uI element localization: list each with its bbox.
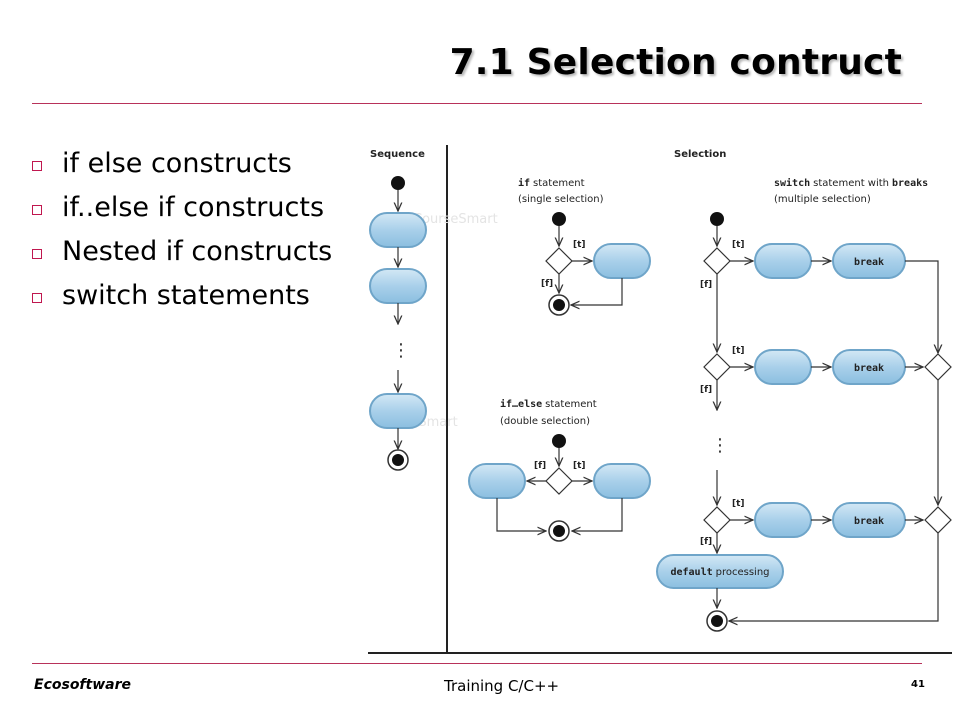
switch-sublabel: (multiple selection) xyxy=(774,194,871,205)
final-node xyxy=(387,449,409,471)
guard-true-label: [t] xyxy=(732,240,745,250)
action-state xyxy=(593,243,651,279)
bullet-square-icon xyxy=(32,249,42,259)
switch-ellipsis: ⋮ xyxy=(711,435,729,456)
footer-divider xyxy=(32,663,922,664)
bullet-square-icon xyxy=(32,161,42,171)
bullet-square-icon xyxy=(32,205,42,215)
default-action xyxy=(656,554,784,589)
decision-diamond xyxy=(545,467,573,495)
break-action xyxy=(832,502,906,538)
title-divider xyxy=(32,103,922,104)
guard-false-label: [f] xyxy=(534,461,546,471)
action-state xyxy=(593,463,651,499)
merge-diamond xyxy=(924,353,952,381)
final-node xyxy=(706,610,728,632)
diagram-frame xyxy=(368,145,952,654)
ifelse-sublabel: (double selection) xyxy=(500,416,590,427)
decision-diamond xyxy=(703,353,731,381)
watermark-text: CourseSmart xyxy=(413,212,498,227)
bullet-item: Nested if constructs xyxy=(30,230,332,274)
break-action xyxy=(832,243,906,279)
sequence-diagram xyxy=(369,176,427,471)
merge-diamond xyxy=(924,506,952,534)
final-node xyxy=(548,520,570,542)
guard-true-label: [t] xyxy=(573,240,586,250)
selection-heading: Selection xyxy=(674,149,726,160)
break-label: break xyxy=(854,516,884,527)
guard-false-label: [f] xyxy=(700,280,712,290)
ifelse-diagram xyxy=(468,434,651,542)
if-diagram xyxy=(545,212,651,316)
slide-title: 7.1 Selection contruct xyxy=(449,42,902,83)
guard-true-label: [t] xyxy=(732,499,745,509)
sequence-ellipsis: ⋮ xyxy=(392,340,410,361)
initial-node xyxy=(391,176,405,190)
action-state xyxy=(754,502,812,538)
action-state xyxy=(468,463,526,499)
bullet-list: if else constructs if..else if construct… xyxy=(30,142,332,318)
final-node xyxy=(548,294,570,316)
watermark-text: CourseSmart xyxy=(373,415,458,430)
footer-course: Training C/C++ xyxy=(444,677,560,695)
bullet-item: if..else if constructs xyxy=(30,186,332,230)
bullet-square-icon xyxy=(32,293,42,303)
guard-true-label: [t] xyxy=(573,461,586,471)
action-state xyxy=(754,349,812,385)
break-label: break xyxy=(854,363,884,374)
switch-diagram xyxy=(656,212,952,632)
decision-diamond xyxy=(545,247,573,275)
action-state xyxy=(369,393,427,429)
bullet-item: if else constructs xyxy=(30,142,332,186)
footer-company: Ecosoftware xyxy=(34,677,131,693)
break-label: break xyxy=(854,257,884,268)
guard-false-label: [f] xyxy=(541,279,553,289)
action-state xyxy=(754,243,812,279)
if-sublabel: (single selection) xyxy=(518,194,604,205)
guard-true-label: [t] xyxy=(732,346,745,356)
sequence-heading: Sequence xyxy=(370,149,425,160)
bullet-item: switch statements xyxy=(30,274,332,318)
page-number: 41 xyxy=(911,679,925,690)
action-state xyxy=(369,268,427,304)
decision-diamond xyxy=(703,247,731,275)
action-state xyxy=(369,212,427,248)
decision-diamond xyxy=(703,506,731,534)
guard-false-label: [f] xyxy=(700,537,712,547)
break-action xyxy=(832,349,906,385)
guard-false-label: [f] xyxy=(700,385,712,395)
